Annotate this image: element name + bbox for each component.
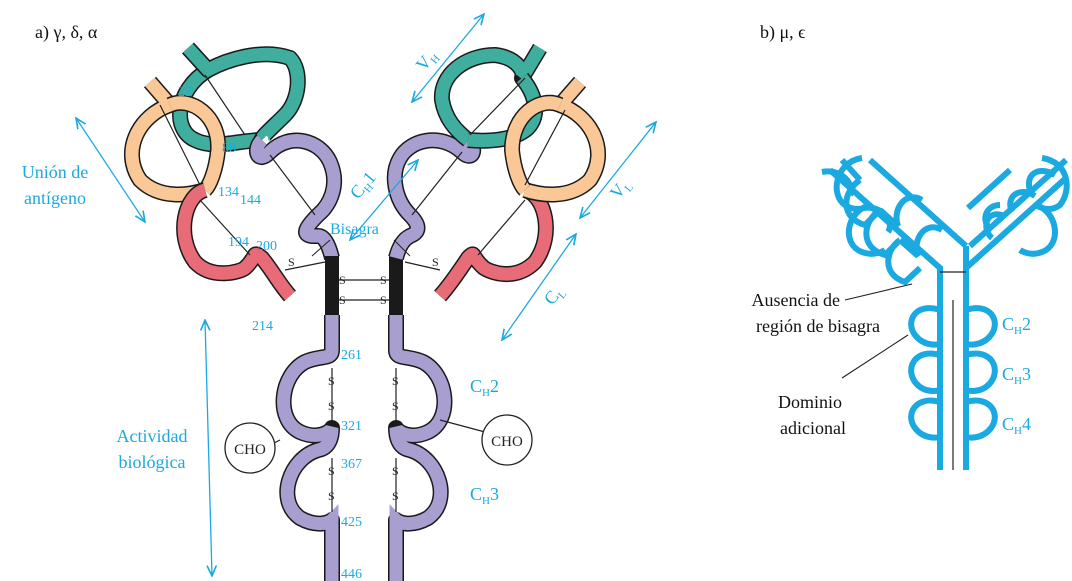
residue-numbers: 22 88 134 144 194 200 214 261 321 367 42…: [178, 85, 362, 581]
panel-a: S S S S S S S S S S S S S S 22 88 134 14…: [22, 14, 656, 581]
ch2-label: CH2: [470, 376, 499, 399]
panel-b-chains: [828, 157, 1069, 470]
b-ch2-label: CH2: [1002, 314, 1031, 337]
panel-b-domain-labels: CH2 CH3 CH4: [1002, 314, 1031, 437]
residue-425: 425: [341, 515, 362, 530]
b-ch3-label: CH3: [1002, 364, 1031, 387]
svg-text:CHO: CHO: [491, 434, 523, 450]
residue-446: 446: [341, 567, 362, 581]
bio-activity-label-1: Actividad: [117, 426, 188, 446]
s-label: S: [392, 464, 399, 478]
extra-domain-label-1: Dominio: [778, 392, 842, 412]
s-label: S: [328, 489, 335, 503]
s-label: S: [380, 293, 387, 307]
s-label: S: [392, 374, 399, 388]
residue-200: 200: [256, 239, 277, 254]
residue-88: 88: [222, 141, 236, 156]
residue-144: 144: [240, 193, 261, 208]
panel-b-labels: Ausencia de región de bisagra Dominio ad…: [752, 290, 880, 438]
panel-a-title: a) γ, δ, α: [35, 22, 98, 43]
cl-label: CL: [540, 281, 570, 310]
residue-194: 194: [228, 235, 249, 250]
antigen-binding-label-2: antígeno: [24, 188, 86, 208]
s-label: S: [328, 374, 335, 388]
residue-214: 214: [252, 319, 273, 334]
s-label: S: [288, 255, 295, 269]
s-label: S: [392, 489, 399, 503]
antigen-binding-label-1: Unión de: [22, 162, 89, 182]
s-label: S: [392, 399, 399, 413]
ch1-label: CH1: [346, 168, 382, 205]
b-ch4-label: CH4: [1002, 414, 1031, 437]
panel-b-left-light-chain: [821, 155, 893, 257]
residue-261: 261: [341, 348, 362, 363]
dimension-arrows: [76, 14, 656, 576]
region-labels: Unión de antígeno Actividad biológica: [22, 162, 188, 472]
panel-b-callouts: [841, 283, 913, 379]
no-hinge-label-1: Ausencia de: [752, 290, 840, 310]
no-hinge-label-2: región de bisagra: [756, 316, 880, 336]
extra-domain-label-2: adicional: [780, 418, 846, 438]
residue-134: 134: [218, 185, 239, 200]
cho-right: CHO: [439, 414, 533, 466]
s-label: S: [339, 293, 346, 307]
cho-left: CHO: [224, 422, 281, 474]
ch3-label: CH3: [470, 484, 499, 507]
disulfide-sulfur-labels: S S S S S S S S S S S S S S: [288, 255, 439, 503]
panel-b-right-light-chain: [983, 155, 1070, 257]
vh-label: VH: [412, 46, 443, 77]
residue-367: 367: [341, 457, 362, 472]
s-label: S: [328, 464, 335, 478]
s-label: S: [380, 273, 387, 287]
svg-text:CHO: CHO: [234, 442, 266, 458]
bio-activity-label-2: biológica: [119, 452, 186, 472]
s-label: S: [339, 273, 346, 287]
panel-b: b) μ, ϵ: [752, 22, 1070, 470]
residue-321: 321: [341, 419, 362, 434]
panel-b-title: b) μ, ϵ: [760, 22, 805, 43]
s-label: S: [432, 255, 439, 269]
disulfide-bonds: [159, 74, 566, 512]
residue-22: 22: [178, 85, 192, 100]
s-label: S: [328, 399, 335, 413]
